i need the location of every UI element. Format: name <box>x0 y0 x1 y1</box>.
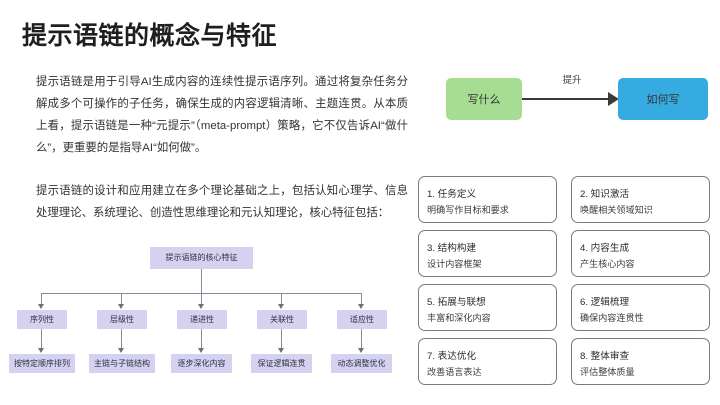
stage-card-desc: 确保内容连贯性 <box>580 313 644 324</box>
stage-card-title: 4. 内容生成 <box>580 242 630 254</box>
stage-card-title: 3. 结构构建 <box>427 242 477 254</box>
stage-card-title: 1. 任务定义 <box>427 188 477 200</box>
tree-detail-node[interactable]: 逐步深化内容 <box>171 354 232 373</box>
flow-diagram: 写什么 提升 如何写 <box>446 66 708 144</box>
tree-detail-label: 动态调整优化 <box>337 358 386 368</box>
tree-connector-drop <box>361 293 363 304</box>
tree-detail-node[interactable]: 保证逻辑连贯 <box>251 354 312 373</box>
tree-feature-label: 适应性 <box>350 314 374 324</box>
tree-arrow-down-icon <box>37 304 44 309</box>
tree-connector-leaf <box>361 329 363 348</box>
tree-connector-drop <box>281 293 283 304</box>
stage-card-title: 5. 拓展与联想 <box>427 296 486 308</box>
tree-detail-label: 逐步深化内容 <box>177 358 226 368</box>
stage-card-desc: 改善语言表达 <box>427 367 482 378</box>
tree-feature-label: 递进性 <box>190 314 214 324</box>
tree-detail-label: 主链与子链结构 <box>94 358 150 368</box>
tree-connector-drop <box>41 293 43 304</box>
tree-connector-root-stem <box>201 269 203 293</box>
stage-card[interactable]: 4. 内容生成 产生核心内容 <box>571 230 710 277</box>
tree-feature-node[interactable]: 递进性 <box>177 310 227 329</box>
flow-node-end-label: 如何写 <box>646 94 680 106</box>
tree-connector-leaf <box>281 329 283 348</box>
tree-arrow-down-icon <box>37 348 44 353</box>
tree-feature-node[interactable]: 层级性 <box>97 310 147 329</box>
stage-card[interactable]: 8. 整体审查 评估整体质量 <box>571 338 710 385</box>
tree-feature-label: 层级性 <box>110 314 134 324</box>
tree-arrow-down-icon <box>197 304 204 309</box>
tree-detail-label: 保证逻辑连贯 <box>257 358 306 368</box>
stage-card[interactable]: 3. 结构构建 设计内容框架 <box>418 230 557 277</box>
tree-detail-node[interactable]: 动态调整优化 <box>331 354 392 373</box>
feature-tree-diagram: 提示语链的核心特征 序列性 层级性 递进性 关联性 适应性 <box>9 243 412 393</box>
stage-card-title: 6. 逻辑梳理 <box>580 296 630 308</box>
page-title: 提示语链的概念与特征 <box>22 22 278 50</box>
stage-card[interactable]: 7. 表达优化 改善语言表达 <box>418 338 557 385</box>
tree-feature-node[interactable]: 适应性 <box>337 310 387 329</box>
tree-feature-label: 序列性 <box>30 314 54 324</box>
tree-detail-label: 按特定顺序排列 <box>14 358 70 368</box>
tree-root-label: 提示语链的核心特征 <box>165 253 238 263</box>
stage-card-desc: 评估整体质量 <box>580 367 635 378</box>
stage-card-title: 7. 表达优化 <box>427 350 477 362</box>
stage-card-desc: 丰富和深化内容 <box>427 313 491 324</box>
tree-arrow-down-icon <box>357 348 364 353</box>
tree-arrow-down-icon <box>357 304 364 309</box>
tree-arrow-down-icon <box>117 304 124 309</box>
tree-root-node[interactable]: 提示语链的核心特征 <box>150 247 253 269</box>
stage-card[interactable]: 1. 任务定义 明确写作目标和要求 <box>418 176 557 223</box>
tree-feature-node[interactable]: 关联性 <box>257 310 307 329</box>
stage-card-desc: 设计内容框架 <box>427 259 482 270</box>
tree-feature-label: 关联性 <box>270 314 294 324</box>
stage-card-title: 2. 知识激活 <box>580 188 630 200</box>
stage-card-desc: 唤醒相关领域知识 <box>580 205 653 216</box>
flow-arrow-head-icon <box>608 92 619 106</box>
stage-card[interactable]: 6. 逻辑梳理 确保内容连贯性 <box>571 284 710 331</box>
tree-detail-node[interactable]: 按特定顺序排列 <box>9 354 75 373</box>
body-paragraph-1: 提示语链是用于引导AI生成内容的连续性提示语序列。通过将复杂任务分解成多个可操作… <box>36 76 408 154</box>
tree-feature-node[interactable]: 序列性 <box>17 310 67 329</box>
tree-detail-node[interactable]: 主链与子链结构 <box>89 354 155 373</box>
stage-card-desc: 明确写作目标和要求 <box>427 205 509 216</box>
flow-node-start-label: 写什么 <box>467 94 501 106</box>
flow-arrow-label: 提升 <box>562 75 582 86</box>
tree-arrow-down-icon <box>197 348 204 353</box>
flow-node-start[interactable]: 写什么 <box>446 78 522 120</box>
tree-connector-drop <box>201 293 203 304</box>
stage-card-title: 8. 整体审查 <box>580 350 630 362</box>
tree-arrow-down-icon <box>277 348 284 353</box>
stage-card-grid: 1. 任务定义 明确写作目标和要求 2. 知识激活 唤醒相关领域知识 3. 结构… <box>418 176 710 385</box>
tree-arrow-down-icon <box>277 304 284 309</box>
flow-arrow-line <box>522 98 610 100</box>
body-paragraph-2: 提示语链的设计和应用建立在多个理论基础之上，包括认知心理学、信息处理理论、系统理… <box>36 185 408 219</box>
flow-node-end[interactable]: 如何写 <box>618 78 708 120</box>
tree-connector-leaf <box>201 329 203 348</box>
stage-card[interactable]: 5. 拓展与联想 丰富和深化内容 <box>418 284 557 331</box>
tree-connector-leaf <box>41 329 43 348</box>
stage-card[interactable]: 2. 知识激活 唤醒相关领域知识 <box>571 176 710 223</box>
stage-card-desc: 产生核心内容 <box>580 259 635 270</box>
tree-connector-leaf <box>121 329 123 348</box>
tree-connector-drop <box>121 293 123 304</box>
tree-arrow-down-icon <box>117 348 124 353</box>
